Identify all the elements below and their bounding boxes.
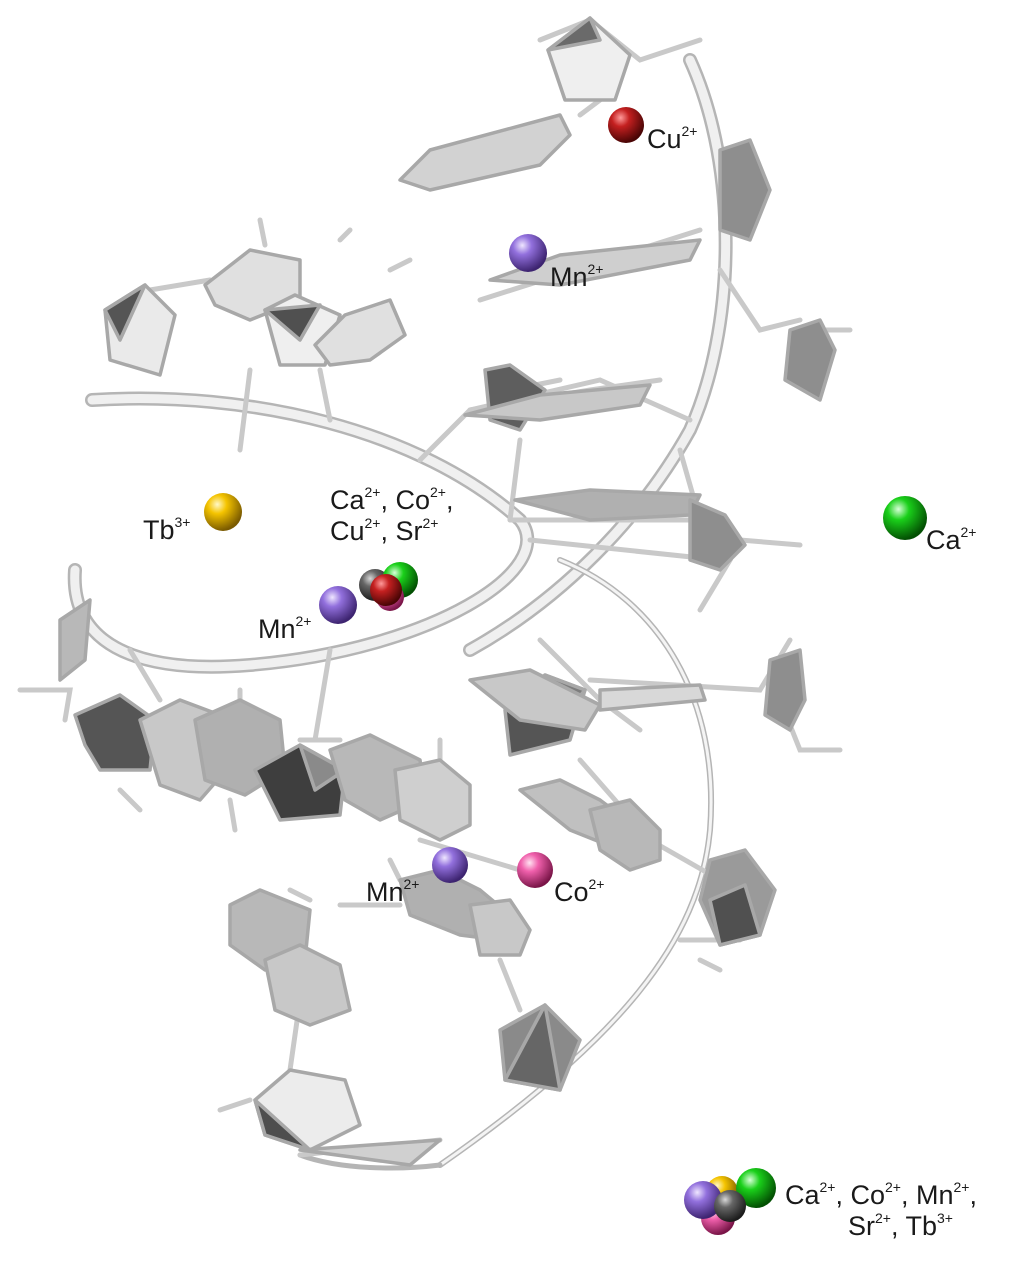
cu-ion-sphere [608, 107, 644, 143]
cluster-bottom-line2: Sr2+, Tb3+ [848, 1210, 953, 1242]
cluster-center-line2: Cu2+, Sr2+ [330, 515, 439, 547]
mn-ion-sphere-middle [319, 586, 357, 624]
label-mn-upper: Mn2+ [550, 261, 604, 292]
label-mn-lower: Mn2+ [366, 876, 420, 907]
bottom-mn-sphere [684, 1181, 722, 1219]
nucleobases [58, 16, 837, 1167]
bottom-ca-sphere [736, 1168, 776, 1208]
cluster-center-line1: Ca2+, Co2+, [330, 484, 454, 515]
label-mn-middle: Mn2+ [258, 613, 312, 644]
co-ion-sphere [517, 852, 553, 888]
cluster-cu-sphere [370, 574, 402, 606]
label-cu-top: Cu2+ [647, 123, 698, 154]
bottom-sr-sphere [714, 1190, 746, 1222]
ion-spheres [204, 107, 927, 1235]
mn-ion-sphere-lower [432, 847, 468, 883]
label-cluster-center: Ca2+, Co2+, Cu2+, Sr2+ [330, 485, 454, 547]
tb-ion-sphere [204, 493, 242, 531]
mn-ion-sphere-upper [509, 234, 547, 272]
label-cluster-bottom: Ca2+, Co2+, Mn2+, Sr2+, Tb3+ [785, 1180, 977, 1242]
ca-ion-sphere [883, 496, 927, 540]
label-tb-left: Tb3+ [143, 514, 191, 545]
label-co-lower: Co2+ [554, 876, 605, 907]
label-ca-right: Ca2+ [926, 524, 977, 555]
backbone [67, 53, 733, 1171]
cluster-bottom-line1: Ca2+, Co2+, Mn2+, [785, 1179, 977, 1210]
